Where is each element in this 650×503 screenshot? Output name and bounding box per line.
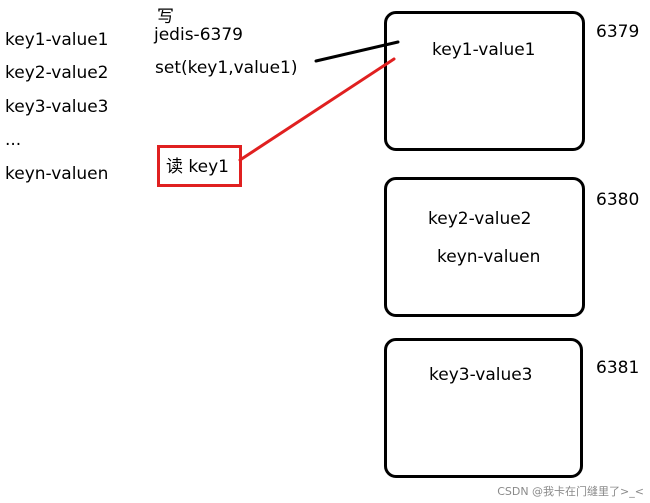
port-6380: 6380 — [596, 190, 640, 210]
left-list-item-2: key2-value2 — [5, 63, 109, 83]
node-6380-value-1: key2-value2 — [428, 209, 532, 229]
read-box: 读 key1 — [157, 145, 242, 187]
node-6381-value-1: key3-value3 — [429, 365, 533, 385]
write-command: set(key1,value1) — [155, 58, 298, 78]
left-list-item-1: key1-value1 — [5, 30, 109, 50]
node-6379-value-1: key1-value1 — [432, 40, 536, 60]
redis-node-6379: key1-value1 — [384, 11, 585, 151]
left-list-item-n: keyn-valuen — [5, 164, 109, 184]
port-6379: 6379 — [596, 22, 640, 42]
redis-node-6380: key2-value2 keyn-valuen — [384, 177, 585, 317]
read-label: 读 key1 — [166, 157, 229, 177]
watermark: CSDN @我卡在门缝里了>_< — [497, 485, 644, 498]
port-6381: 6381 — [596, 358, 640, 378]
left-list-ellipsis: ... — [5, 130, 22, 150]
node-6380-value-2: keyn-valuen — [437, 247, 541, 267]
write-target: jedis-6379 — [154, 25, 243, 45]
read-arrow-line — [238, 57, 396, 162]
redis-node-6381: key3-value3 — [384, 338, 583, 478]
write-arrow-line — [314, 40, 400, 63]
left-list-item-3: key3-value3 — [5, 97, 109, 117]
write-label: 写 — [157, 7, 174, 27]
